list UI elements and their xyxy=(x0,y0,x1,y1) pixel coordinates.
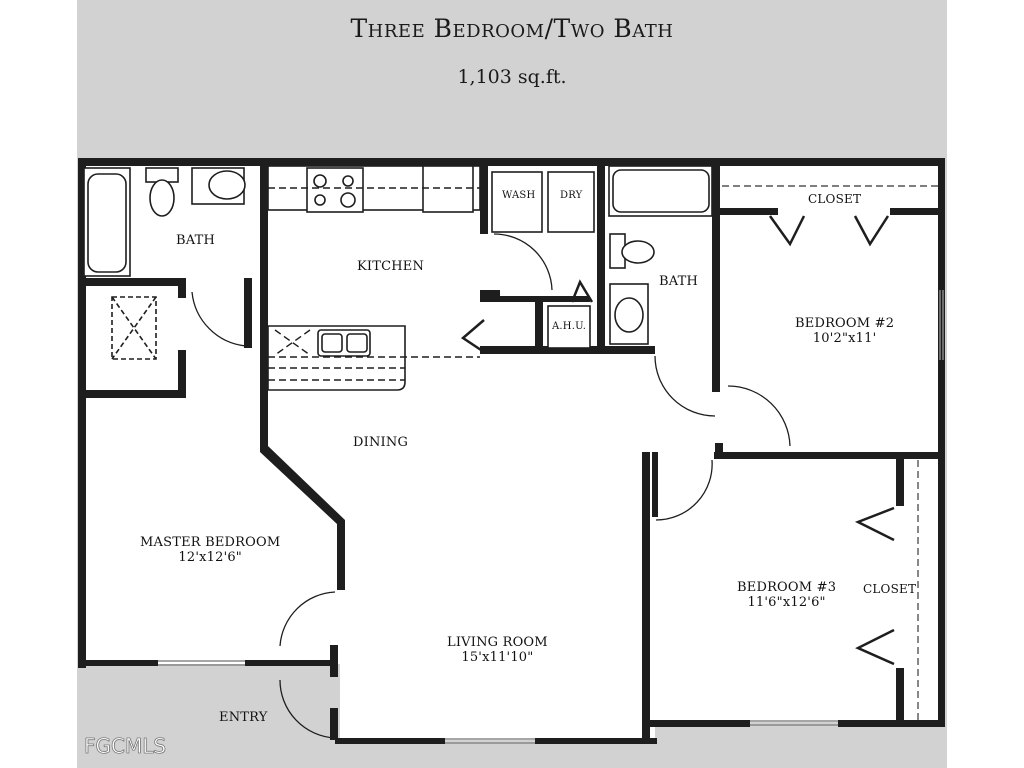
windows xyxy=(158,290,944,744)
label-bedroom3: BEDROOM #3 11'6"x12'6" xyxy=(737,580,836,610)
label-ahu: A.H.U. xyxy=(552,321,587,332)
plan-title: Three Bedroom/Two Bath xyxy=(350,14,674,43)
label-dining: DINING xyxy=(353,435,409,450)
living-room-dimensions: 15'x11'10" xyxy=(461,650,534,665)
label-hall-bath: BATH xyxy=(659,274,699,289)
bedroom2-name: BEDROOM #2 xyxy=(795,316,895,331)
label-wash: WASH xyxy=(502,190,536,201)
door-swings xyxy=(191,215,895,739)
master-bedroom-dimensions: 12'x12'6" xyxy=(178,550,242,565)
bedroom3-dimensions: 11'6"x12'6" xyxy=(747,595,826,610)
label-closet-bedroom3: CLOSET xyxy=(863,582,917,596)
label-master-bath: BATH xyxy=(176,233,216,248)
floor-areas xyxy=(80,162,940,740)
dashed-lines xyxy=(268,185,938,720)
fixtures xyxy=(83,165,713,391)
label-bedroom2: BEDROOM #2 10'2"x11' xyxy=(795,316,894,346)
watermark: FGCMLS xyxy=(84,734,167,759)
label-kitchen: KITCHEN xyxy=(357,259,425,274)
label-master-bedroom: MASTER BEDROOM 12'x12'6" xyxy=(140,535,280,565)
master-bedroom-name: MASTER BEDROOM xyxy=(140,535,281,550)
label-dry: DRY xyxy=(560,190,583,201)
label-entry: ENTRY xyxy=(219,710,268,725)
label-closet-bedroom2: CLOSET xyxy=(808,192,862,206)
label-living-room: LIVING ROOM 15'x11'10" xyxy=(447,635,548,665)
bedroom3-name: BEDROOM #3 xyxy=(737,580,837,595)
walls xyxy=(78,158,945,744)
interior-floor xyxy=(80,162,940,740)
plan-area: 1,103 sq.ft. xyxy=(457,66,567,88)
bedroom2-dimensions: 10'2"x11' xyxy=(812,331,877,346)
living-room-name: LIVING ROOM xyxy=(447,635,548,650)
